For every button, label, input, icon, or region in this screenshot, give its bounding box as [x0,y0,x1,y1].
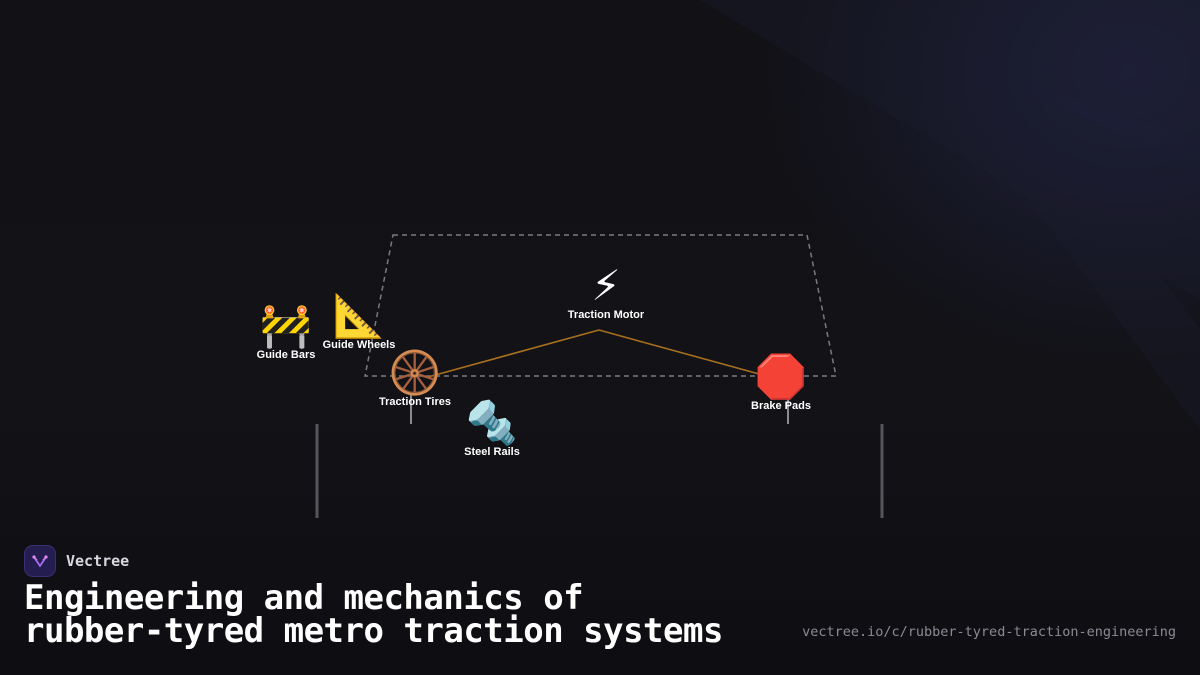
node-traction-motor[interactable]: ⚡ Traction Motor [536,262,676,322]
node-label: Brake Pads [751,400,811,412]
node-steel-rails[interactable]: 🔩 Steel Rails [422,399,562,459]
triangle-ruler-icon: 📐 [332,291,386,340]
node-label: Traction Motor [567,309,645,321]
nut-and-bolt-icon: 🔩 [465,398,519,447]
barrier-icon: 🚧 [259,301,313,350]
node-label: Traction Tires [379,396,451,408]
connector-motor-to-brakes [598,329,771,378]
brand[interactable]: Vectree [24,544,129,578]
node-label: Steel Rails [464,446,520,458]
page-title: Engineering and mechanics of rubber-tyre… [24,581,794,651]
lightning-icon: ⚡ [591,261,621,310]
connector-motor-to-tires [427,329,600,378]
stop-sign-icon: 🛑 [754,352,808,401]
title-line-1: Engineering and mechanics of [24,578,584,618]
node-traction-tires[interactable]: 🛞 Traction Tires [345,349,485,409]
node-label: Guide Bars [256,349,316,361]
node-guide-wheels[interactable]: 📐 Guide Wheels [289,292,429,352]
node-brake-pads[interactable]: 🛑 Brake Pads [711,353,851,413]
title-line-2: rubber-tyred metro traction systems [24,611,723,651]
wheel-icon: 🛞 [388,348,442,397]
node-guide-bars[interactable]: 🚧 Guide Bars [216,302,356,362]
brand-name: Vectree [66,552,130,570]
node-label: Guide Wheels [322,339,396,351]
vectree-logo-icon [24,545,56,577]
source-url[interactable]: vectree.io/c/rubber-tyred-traction-engin… [802,624,1176,640]
